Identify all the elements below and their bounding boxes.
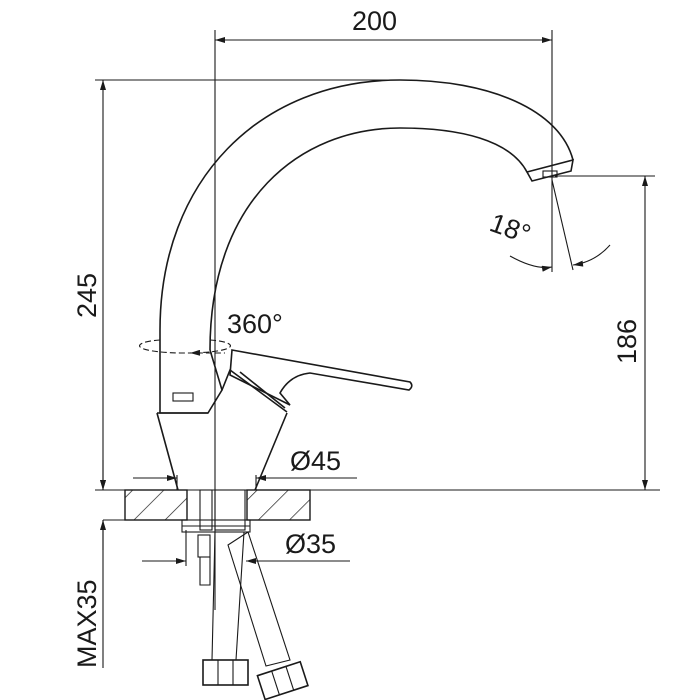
hole-diameter-dimension bbox=[142, 530, 350, 566]
swivel-label: 360° bbox=[227, 309, 283, 339]
height-dimension bbox=[95, 79, 405, 490]
supply-hoses bbox=[202, 531, 309, 700]
spout-angle-label: 18° bbox=[486, 207, 535, 249]
swivel-indicator bbox=[139, 339, 231, 356]
faucet-body bbox=[156, 349, 288, 491]
total-height-label: 245 bbox=[72, 273, 102, 318]
spout bbox=[159, 79, 575, 395]
reach-label: 200 bbox=[352, 6, 397, 36]
countertop-section bbox=[103, 489, 311, 521]
hole-diameter-label: Ø35 bbox=[285, 529, 336, 559]
spout-height-dimension bbox=[555, 175, 655, 490]
lever-handle bbox=[229, 349, 413, 409]
hex-nut-right bbox=[256, 660, 309, 700]
spout-angle-dimension bbox=[509, 179, 611, 272]
spout-height-label: 186 bbox=[612, 319, 642, 364]
hex-nut-left bbox=[202, 659, 249, 686]
base-diameter-label: Ø45 bbox=[290, 446, 341, 476]
base-diameter-dimension bbox=[133, 475, 357, 490]
max-thickness-label: MAX35 bbox=[72, 579, 102, 668]
